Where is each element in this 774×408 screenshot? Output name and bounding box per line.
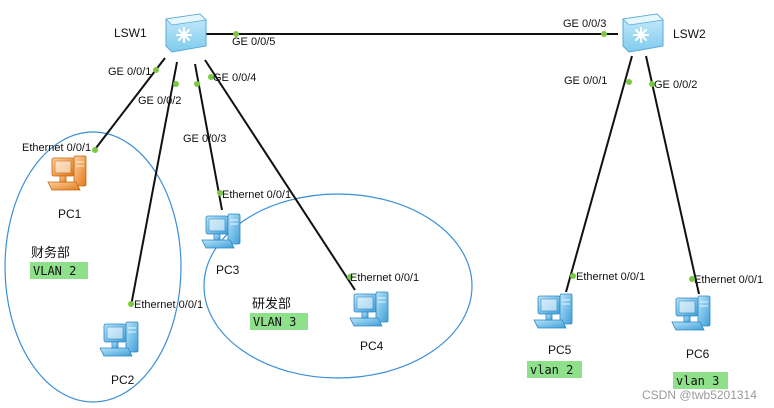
pc3-computer-icon[interactable] (201, 213, 241, 249)
port-dot (601, 31, 607, 37)
port-label-lsw2-ge002: GE 0/0/2 (654, 79, 697, 91)
pc1-computer-icon[interactable] (47, 155, 87, 191)
port-label-pc2-eth: Ethernet 0/0/1 (134, 299, 203, 311)
pc5-label: PC5 (548, 343, 572, 357)
port-dot (173, 81, 179, 87)
finance-vlan-badge (30, 262, 88, 279)
finance-group-outline (4, 131, 182, 403)
link-lsw1-pc1 (95, 57, 166, 149)
port-label-pc3-eth: Ethernet 0/0/1 (222, 189, 291, 201)
port-label-lsw1-ge002: GE 0/0/2 (138, 95, 181, 107)
pc6-vlan-badge (673, 372, 728, 389)
port-dot (194, 81, 200, 87)
link-lsw1-pc4 (204, 59, 356, 291)
link-lsw1-pc3 (194, 63, 223, 211)
pc5-computer-icon[interactable] (533, 293, 573, 329)
pc5-vlan-badge (527, 361, 582, 378)
rd-vlan-badge (250, 313, 308, 330)
port-label-lsw1-ge005: GE 0/0/5 (232, 36, 275, 48)
links (95, 33, 700, 307)
link-lsw2-pc6 (645, 55, 700, 295)
port-dot (128, 301, 134, 307)
lsw1-label: LSW1 (114, 26, 147, 40)
port-label-pc5-eth: Ethernet 0/0/1 (576, 271, 645, 283)
lsw1-switch-icon[interactable] (165, 13, 207, 53)
rd-group-name: 研发部 (252, 296, 291, 312)
port-label-lsw2-ge003: GE 0/0/3 (563, 18, 606, 30)
pc5-vlan-label: vlan 2 (530, 363, 573, 377)
port-dot (689, 276, 695, 282)
port-label-pc6-eth: Ethernet 0/0/1 (694, 274, 763, 286)
port-dot (92, 147, 98, 153)
port-dot (208, 74, 214, 80)
port-dots (92, 31, 695, 307)
port-label-pc1-eth: Ethernet 0/0/1 (22, 142, 91, 154)
pc2-computer-icon[interactable] (99, 321, 139, 357)
port-dot (570, 273, 576, 279)
watermark-text: CSDN @twb5201314 (642, 388, 757, 402)
port-dot (217, 190, 223, 196)
pc4-label: PC4 (360, 339, 384, 353)
pc2-label: PC2 (111, 373, 135, 387)
rd-vlan-label: VLAN 3 (253, 315, 296, 329)
port-label-pc4-eth: Ethernet 0/0/1 (350, 272, 419, 284)
finance-group-name: 财务部 (31, 245, 70, 261)
link-lsw1-pc2 (130, 61, 178, 307)
rd-group-outline (203, 193, 473, 379)
port-dot (233, 31, 239, 37)
port-dot (649, 81, 655, 87)
link-lsw2-pc5 (565, 55, 633, 293)
pc6-label: PC6 (686, 347, 710, 361)
pc3-label: PC3 (216, 263, 240, 277)
pc4-computer-icon[interactable] (349, 291, 389, 327)
pc6-vlan-label: vlan 3 (676, 374, 719, 388)
port-dot (347, 274, 353, 280)
finance-vlan-label: VLAN 2 (33, 264, 76, 278)
port-dot (153, 67, 159, 73)
port-label-lsw1-ge004: GE 0/0/4 (213, 72, 256, 84)
pc1-label: PC1 (58, 207, 82, 221)
port-label-lsw2-ge001: GE 0/0/1 (564, 75, 607, 87)
port-dot (626, 79, 632, 85)
port-label-lsw1-ge003: GE 0/0/3 (183, 133, 226, 145)
port-label-lsw1-ge001: GE 0/0/1 (108, 66, 151, 78)
lsw2-label: LSW2 (673, 27, 706, 41)
lsw2-switch-icon[interactable] (622, 13, 664, 53)
pc6-computer-icon[interactable] (671, 295, 711, 331)
